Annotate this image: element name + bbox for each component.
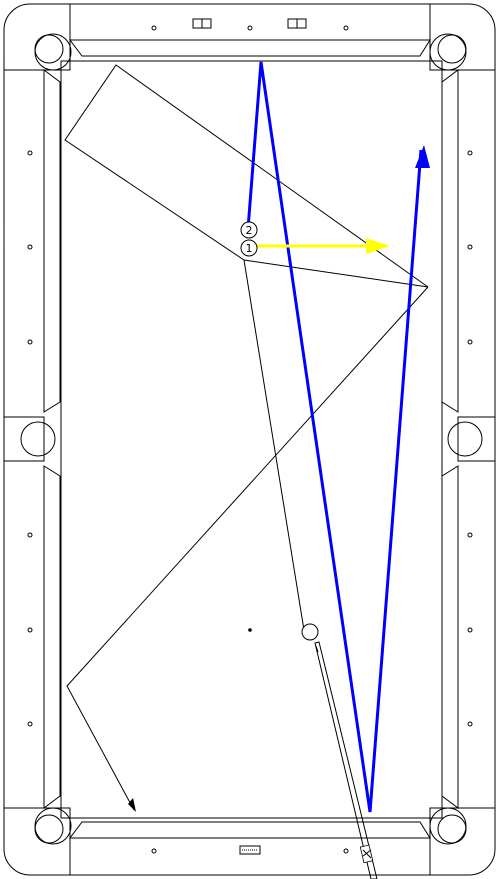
diamond (467, 627, 473, 633)
object-ball-2: 2 (240, 221, 258, 239)
left-lower-cushion (43, 465, 61, 809)
rail-corner-bl (4, 807, 71, 875)
ball-1-path (256, 238, 390, 254)
object-ball-1: 1 (240, 239, 258, 257)
pocket-top-right-inner (437, 34, 467, 64)
rail-corner-tl (4, 4, 71, 71)
diamond (467, 339, 473, 345)
ball-1-path-arrowhead (366, 238, 390, 254)
diamond (247, 25, 253, 31)
diamond (27, 627, 33, 633)
playing-surface (60, 60, 443, 819)
table-frame (3, 3, 496, 876)
diamond (27, 339, 33, 345)
diamond (151, 25, 157, 31)
rail-markers (192, 18, 307, 855)
cue-stick (314, 641, 378, 879)
ball-2-path (246, 61, 430, 813)
diamond (27, 150, 33, 156)
left-upper-cushion (43, 69, 61, 413)
pocket-bottom-left-inner (34, 814, 64, 844)
pocket-top-left (34, 33, 72, 71)
diamond (27, 244, 33, 250)
pocket-top-right (429, 33, 467, 71)
top-rail-cushion (69, 39, 431, 57)
pocket-bottom-right-inner (437, 814, 467, 844)
pocket-bottom-right (429, 807, 467, 845)
foot-spot (248, 628, 252, 632)
diamond (27, 721, 33, 727)
diamond (343, 848, 349, 854)
ball-1-label: 1 (246, 242, 253, 255)
cue-ball-path-arrowhead (128, 798, 136, 812)
diamond (27, 532, 33, 538)
diamond (343, 25, 349, 31)
pocket-top-left-inner (34, 34, 64, 64)
right-upper-cushion (441, 69, 459, 413)
rail-corner-tr (429, 4, 495, 71)
diamonds (27, 25, 473, 854)
cue-ball (301, 623, 319, 641)
pocket-side-right (447, 421, 483, 457)
ball-2-label: 2 (246, 224, 253, 237)
pockets (20, 33, 483, 845)
diamond (151, 848, 157, 854)
bottom-rail-cushion (69, 821, 431, 839)
pocket-side-left (20, 421, 56, 457)
diamond (467, 150, 473, 156)
table-outer-border (3, 3, 496, 876)
diamond (467, 244, 473, 250)
bottom-rail-marker (239, 845, 261, 855)
rail-side-left (3, 416, 45, 462)
pocket-bottom-left (34, 807, 72, 845)
diamond (467, 532, 473, 538)
rail-side-right (457, 416, 496, 462)
ball-2-path-arrowhead (415, 145, 430, 168)
diamond (467, 721, 473, 727)
rail-corner-br (429, 807, 495, 875)
cue-ball-path (66, 259, 429, 812)
right-lower-cushion (441, 465, 459, 809)
